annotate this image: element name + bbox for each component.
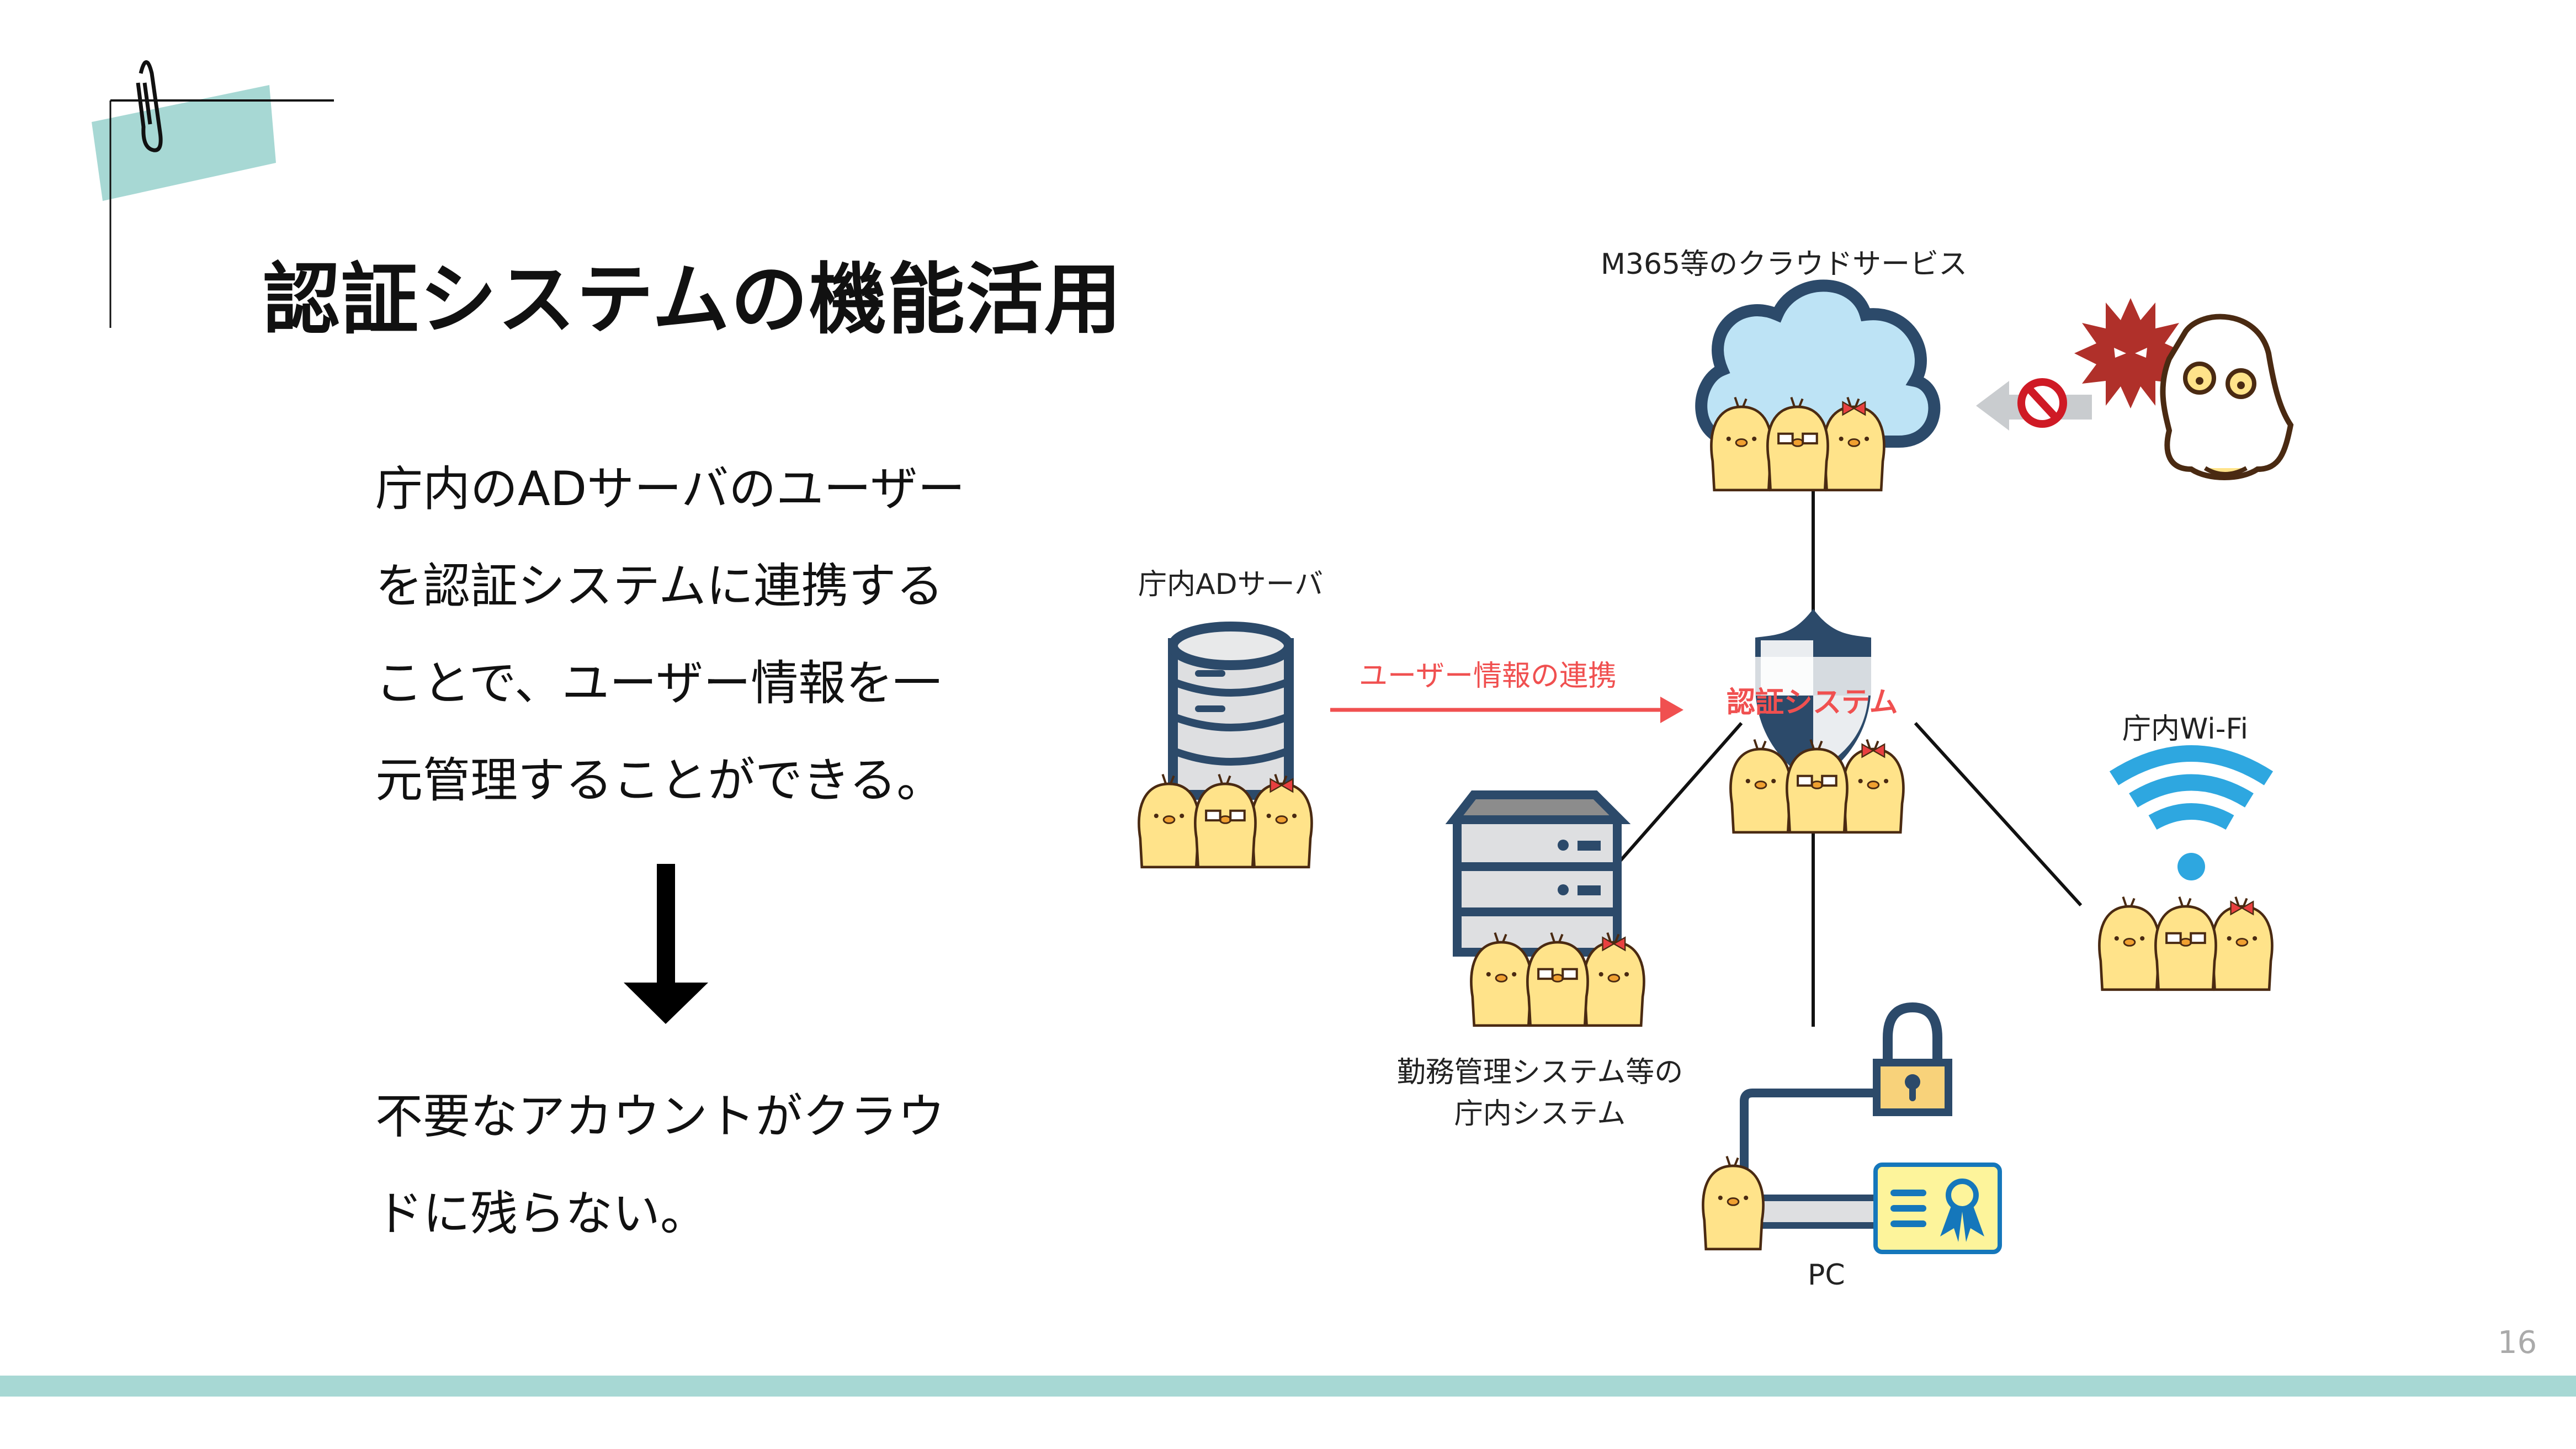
link-auth-internal bbox=[1618, 722, 1743, 862]
internal-system-label-line1: 勤務管理システム等の bbox=[1396, 1056, 1683, 1089]
padlock-icon bbox=[1873, 1002, 1952, 1116]
result-line: 不要なアカウントがクラウ bbox=[375, 1089, 945, 1144]
result-paragraph: 不要なアカウントがクラウ ドに残らない。 bbox=[375, 1068, 945, 1262]
auth-system-label: 認証システム bbox=[1727, 686, 1898, 719]
body-line: ことで、ユーザー情報を一 bbox=[375, 656, 941, 711]
sync-arrow bbox=[1330, 697, 1683, 723]
teal-tape bbox=[92, 85, 276, 201]
link-auth-wifi bbox=[1914, 721, 2083, 907]
auth-group-chick-2 bbox=[1786, 739, 1849, 834]
wifi-group-chick-2 bbox=[2154, 896, 2217, 991]
wifi-icon bbox=[2109, 745, 2274, 880]
result-line: ドに残らない。 bbox=[375, 1186, 708, 1241]
sync-arrow-label: ユーザー情報の連携 bbox=[1359, 660, 1617, 693]
internal-system-label-line2: 庁内システム bbox=[1454, 1097, 1626, 1130]
body-line: 元管理することができる。 bbox=[375, 753, 944, 808]
wifi-label: 庁内Wi-Fi bbox=[2122, 713, 2249, 746]
virus-icon bbox=[2074, 298, 2187, 408]
ad-group-chick-2 bbox=[1194, 773, 1257, 869]
cloud-service-label: M365等のクラウドサービス bbox=[1601, 248, 1968, 281]
prohibited-icon bbox=[2017, 378, 2067, 428]
rack-server-icon bbox=[1445, 790, 1631, 957]
internal-group-chick-3 bbox=[1582, 932, 1645, 1027]
body-line: 庁内のADサーバのユーザー bbox=[375, 461, 965, 517]
wifi-group-chick-1 bbox=[2098, 896, 2161, 991]
paperclip-icon bbox=[136, 60, 163, 152]
ad-server-label: 庁内ADサーバ bbox=[1138, 568, 1324, 601]
slide-title: 認証システムの機能活用 bbox=[263, 255, 1123, 345]
body-paragraph: 庁内のADサーバのユーザー を認証システムに連携する ことで、ユーザー情報を一 … bbox=[375, 440, 965, 829]
internal-group-chick-2 bbox=[1526, 932, 1589, 1027]
cloud-icon bbox=[1695, 279, 1941, 448]
auth-group-chick-3 bbox=[1842, 739, 1905, 834]
cloud-group-chick-2 bbox=[1766, 396, 1829, 492]
body-line: を認証システムに連携する bbox=[375, 559, 944, 614]
internal-system-label: 勤務管理システム等の 庁内システム bbox=[1374, 1049, 1706, 1132]
footer-bar bbox=[0, 1376, 2576, 1397]
page-number: 16 bbox=[2498, 1325, 2537, 1361]
pc-label: PC bbox=[1808, 1259, 1845, 1292]
scared-ghost-icon bbox=[2160, 314, 2294, 480]
pc-chick bbox=[1702, 1155, 1765, 1251]
certificate-icon bbox=[1873, 1163, 2002, 1254]
down-arrow-icon bbox=[624, 864, 708, 1024]
